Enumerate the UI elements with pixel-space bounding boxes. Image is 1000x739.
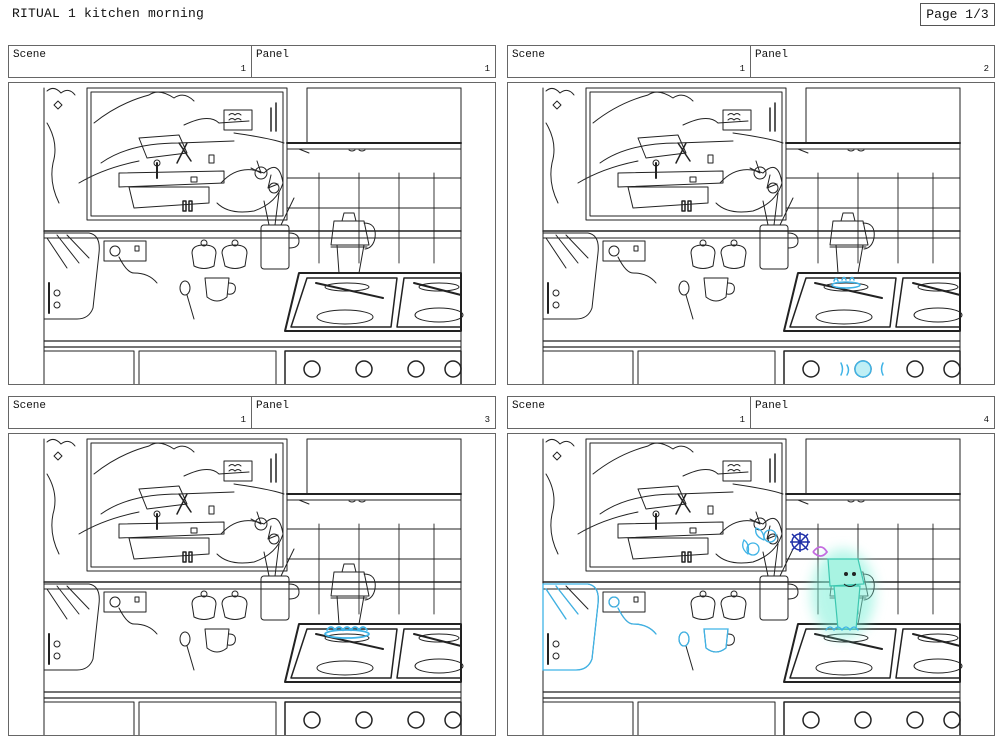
panel-field[interactable]: Panel 4 — [751, 397, 994, 428]
panel-number: 3 — [484, 415, 490, 425]
panel-label: Panel — [755, 400, 789, 412]
kitchen-sketch — [542, 438, 963, 735]
kitchen-sketch — [43, 87, 464, 384]
scene-number: 1 — [240, 415, 246, 425]
panel-label: Panel — [755, 49, 789, 61]
scene-field[interactable]: Scene 1 — [508, 46, 751, 77]
scene-field[interactable]: Scene 1 — [508, 397, 751, 428]
panel-field[interactable]: Panel 2 — [751, 46, 994, 77]
panel-header: Scene 1 Panel 4 — [507, 396, 995, 429]
panel-field[interactable]: Panel 3 — [252, 397, 495, 428]
panel-label: Panel — [256, 49, 290, 61]
panel-field[interactable]: Panel 1 — [252, 46, 495, 77]
panel-frame[interactable] — [8, 82, 496, 385]
scene-field[interactable]: Scene 1 — [9, 397, 252, 428]
panel-number: 4 — [983, 415, 989, 425]
panel-header: Scene 1 Panel 1 — [8, 45, 496, 78]
panel-header: Scene 1 Panel 3 — [8, 396, 496, 429]
panel-frame[interactable] — [8, 433, 496, 736]
panel-frame[interactable] — [507, 82, 995, 385]
scene-label: Scene — [512, 49, 546, 61]
panel-frame[interactable] — [507, 433, 995, 736]
scene-field[interactable]: Scene 1 — [9, 46, 252, 77]
document-title: RITUAL 1 kitchen morning — [12, 6, 205, 21]
kitchen-sketch — [43, 438, 464, 735]
panel-number: 2 — [983, 64, 989, 74]
panel-header: Scene 1 Panel 2 — [507, 45, 995, 78]
kitchen-sketch — [542, 87, 963, 384]
scene-number: 1 — [240, 64, 246, 74]
scene-number: 1 — [739, 415, 745, 425]
scene-number: 1 — [739, 64, 745, 74]
scene-label: Scene — [13, 400, 47, 412]
scene-label: Scene — [13, 49, 47, 61]
scene-label: Scene — [512, 400, 546, 412]
panel-label: Panel — [256, 400, 290, 412]
page-indicator[interactable]: Page 1/3 — [920, 3, 995, 26]
panel-number: 1 — [484, 64, 490, 74]
